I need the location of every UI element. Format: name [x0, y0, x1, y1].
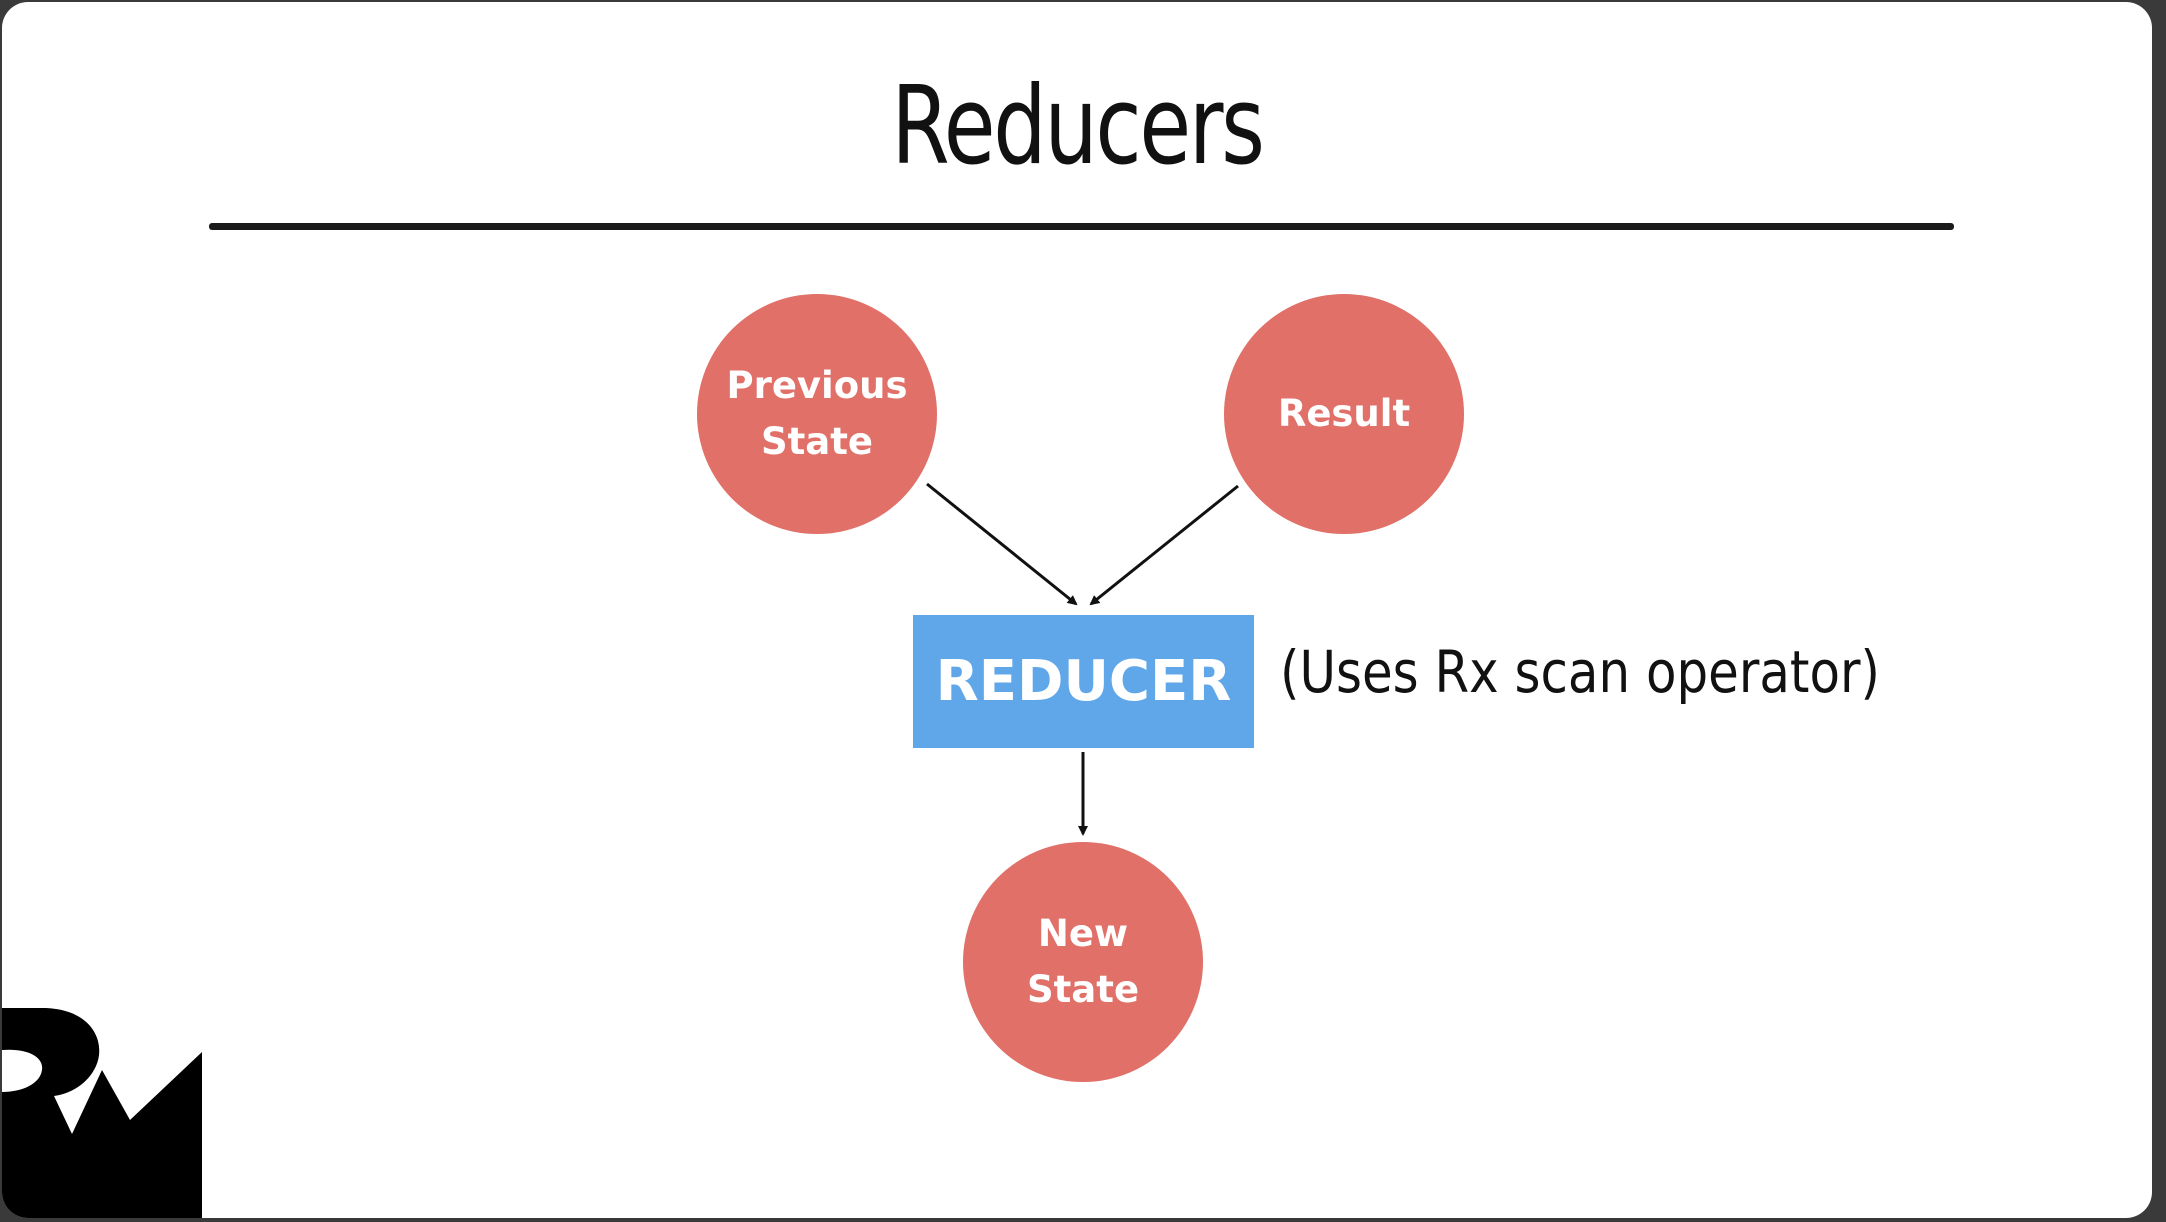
rw-logo	[2, 1008, 202, 1218]
node-reducer: REDUCER	[913, 615, 1254, 748]
node-result: Result	[1224, 294, 1464, 534]
node-previous-state-line1: Previous	[726, 364, 908, 407]
node-new-state: New State	[963, 842, 1203, 1082]
node-previous-state-line2: State	[760, 420, 874, 463]
reducer-annotation: (Uses Rx scan operator)	[1280, 638, 1880, 706]
node-reducer-label: REDUCER	[935, 649, 1232, 714]
node-result-label: Result	[1277, 392, 1411, 435]
node-previous-state: Previous State	[697, 294, 937, 534]
slide-title: Reducers	[891, 64, 1265, 189]
node-new-state-line1: New	[1037, 912, 1129, 955]
node-new-state-line2: State	[1026, 968, 1140, 1011]
arrow-previous-to-reducer	[926, 482, 1078, 606]
arrow-result-to-reducer	[1089, 484, 1239, 606]
title-underline	[209, 223, 1954, 230]
